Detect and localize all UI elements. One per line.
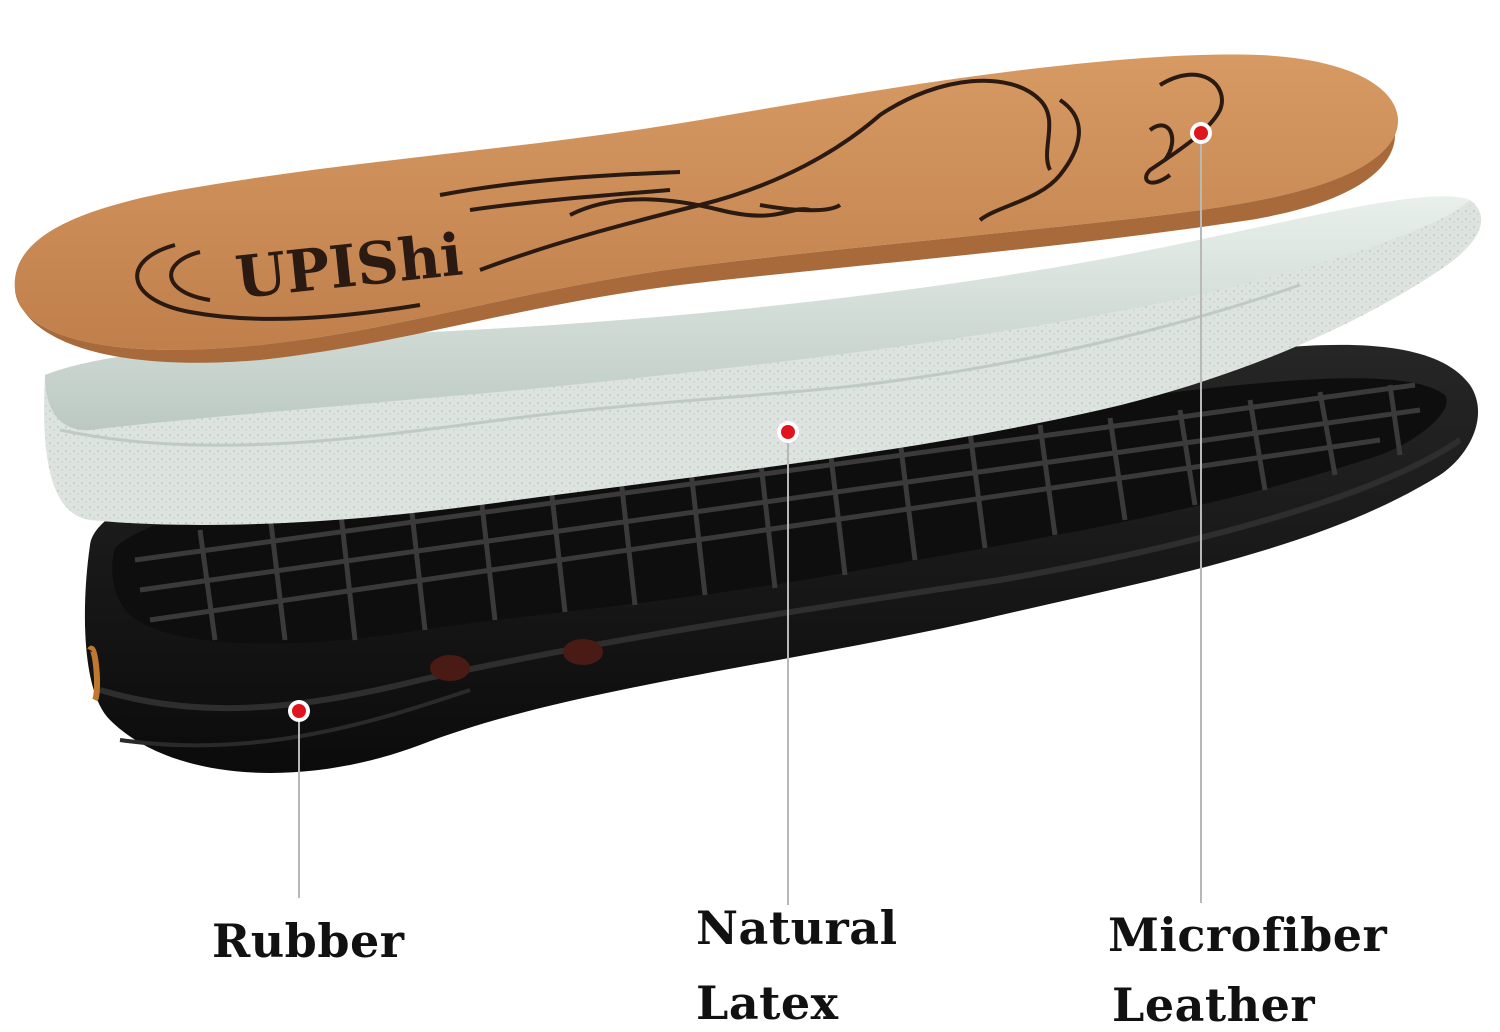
rubber-rivet [563, 639, 603, 665]
markers [288, 122, 1212, 722]
rubber-label: Rubber [212, 914, 405, 968]
natural-latex-label-line2: Latex [696, 976, 839, 1030]
leather-marker [1194, 126, 1208, 140]
microfiber-leather-label-line1: Microfiber [1108, 908, 1388, 962]
leader-lines [298, 134, 1202, 905]
microfiber-leather-label-line2: Leather [1112, 978, 1316, 1032]
rubber-rivet [430, 655, 470, 681]
latex-marker [781, 425, 795, 439]
natural-latex-layer [44, 196, 1482, 525]
natural-latex-label-line1: Natural [696, 901, 898, 955]
rubber-marker [292, 704, 306, 718]
